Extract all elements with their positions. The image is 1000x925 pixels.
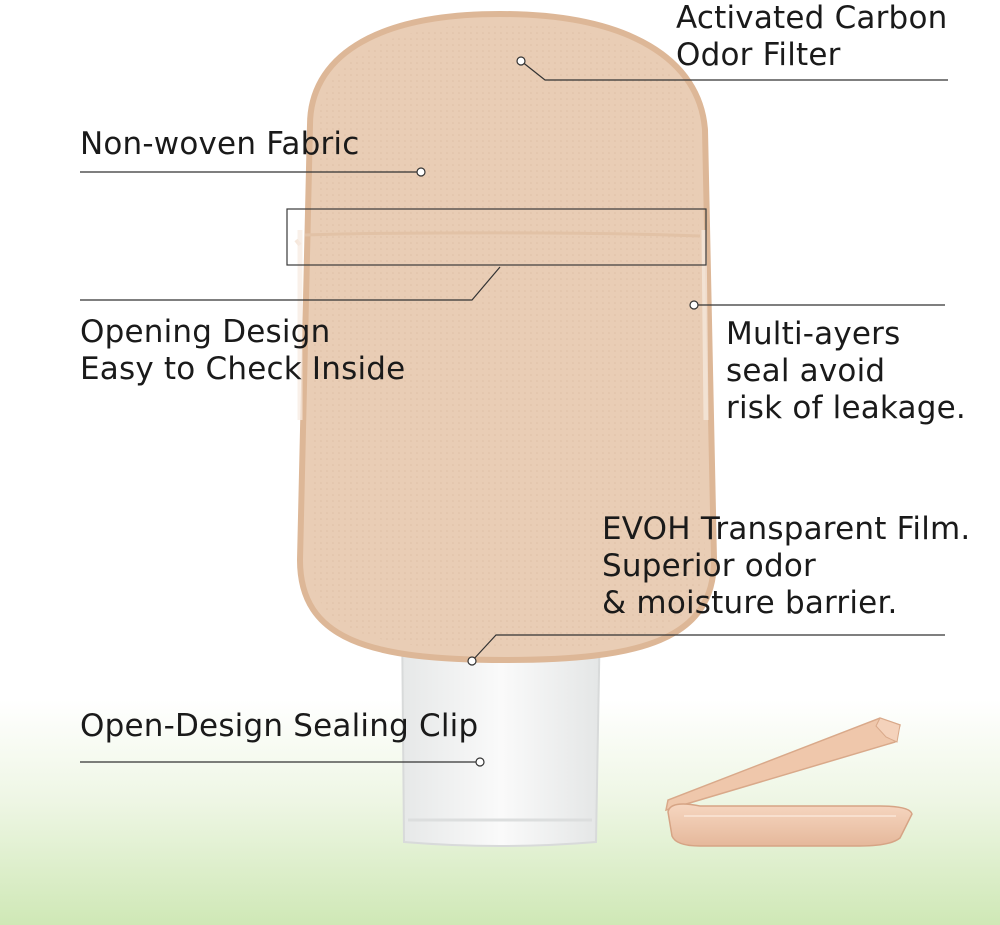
label-line: Superior odor	[602, 548, 816, 584]
label-line: seal avoid	[726, 353, 886, 389]
label-multi-layers-seal: Multi-ayers seal avoid risk of leakage.	[726, 316, 966, 427]
label-activated-carbon-filter: Activated Carbon Odor Filter	[676, 0, 947, 74]
label-line: Activated Carbon	[676, 0, 948, 36]
sealing-clip	[665, 717, 913, 847]
label-line: Open-Design Sealing Clip	[80, 708, 479, 744]
label-line: EVOH Transparent Film.	[602, 511, 971, 547]
opening-highlight-box	[286, 208, 707, 266]
label-evoh-film: EVOH Transparent Film. Superior odor & m…	[602, 511, 970, 622]
label-sealing-clip: Open-Design Sealing Clip	[80, 708, 478, 745]
pouch-body	[294, 10, 718, 664]
leader-dots	[416, 56, 699, 767]
label-nonwoven-fabric: Non-woven Fabric	[80, 126, 360, 163]
leader-lines	[80, 60, 948, 763]
label-line: Odor Filter	[676, 37, 841, 73]
label-line: & moisture barrier.	[602, 585, 898, 621]
label-line: risk of leakage.	[726, 390, 966, 426]
label-line: Multi-ayers	[726, 316, 901, 352]
label-opening-design: Opening Design Easy to Check Inside	[80, 314, 405, 388]
label-line: Opening Design	[80, 314, 331, 350]
label-line: Non-woven Fabric	[80, 126, 360, 162]
label-line: Easy to Check Inside	[80, 351, 406, 387]
